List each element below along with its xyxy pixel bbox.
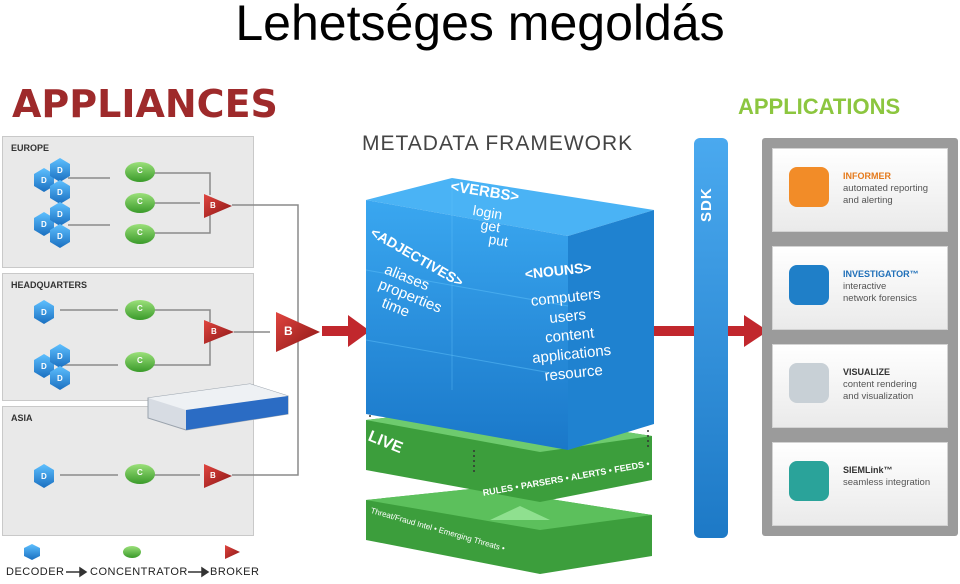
app-desc: interactive [843,281,887,292]
page-title: Lehetséges megoldás [235,0,725,51]
app-name: INFORMER [843,171,891,181]
applications-panel [762,138,958,536]
app-desc: seamless integration [843,477,931,488]
app-name: VISUALIZE [843,367,891,377]
region-label: ASIA [11,413,33,423]
app-desc: and alerting [843,195,893,206]
legend-decoder: DECODER [6,566,65,578]
broker-nodes [204,194,320,488]
applications-heading: APPLICATIONS [738,94,901,119]
app-name: SIEMLink™ [843,465,893,475]
app-desc: network forensics [843,293,917,304]
investigator-icon [789,265,829,305]
decoder-group-hq [34,300,70,390]
verbs-list: login get put [468,202,513,250]
app-desc: automated reporting [843,183,929,194]
app-name: INVESTIGATOR™ [843,269,919,279]
app-desc: and visualization [843,391,914,402]
metadata-cube [365,178,654,450]
sdk-label: SDK [698,187,715,222]
legend-broker: BROKER [210,566,260,578]
informer-icon [789,167,829,207]
region-label: HEADQUARTERS [11,280,88,290]
main-broker [276,312,320,352]
app-desc: content rendering [843,379,917,390]
legend-concentrator: CONCENTRATOR [90,566,188,578]
framework-heading: METADATA FRAMEWORK [362,132,634,155]
decoder-group-europe [34,158,70,248]
app-card-investigator[interactable]: INVESTIGATOR™ interactive network forens… [772,246,948,330]
app-card-informer[interactable]: INFORMER automated reporting and alertin… [772,148,948,232]
sdk-bar [694,138,728,538]
region-label: EUROPE [11,143,50,153]
visualize-icon [789,363,829,403]
app-card-visualize[interactable]: VISUALIZE content rendering and visualiz… [772,344,948,428]
siemlink-icon [789,461,829,501]
connector-lines [60,172,299,476]
concentrator-nodes [125,162,155,484]
decoder-group-asia [34,464,54,488]
nouns-list: computers users content applications res… [510,283,629,389]
app-card-siemlink[interactable]: SIEMLink™ seamless integration [772,442,948,526]
appliance-server-image [147,383,289,431]
legend-icons [24,544,240,578]
appliances-heading: APPLIANCES [12,82,278,126]
